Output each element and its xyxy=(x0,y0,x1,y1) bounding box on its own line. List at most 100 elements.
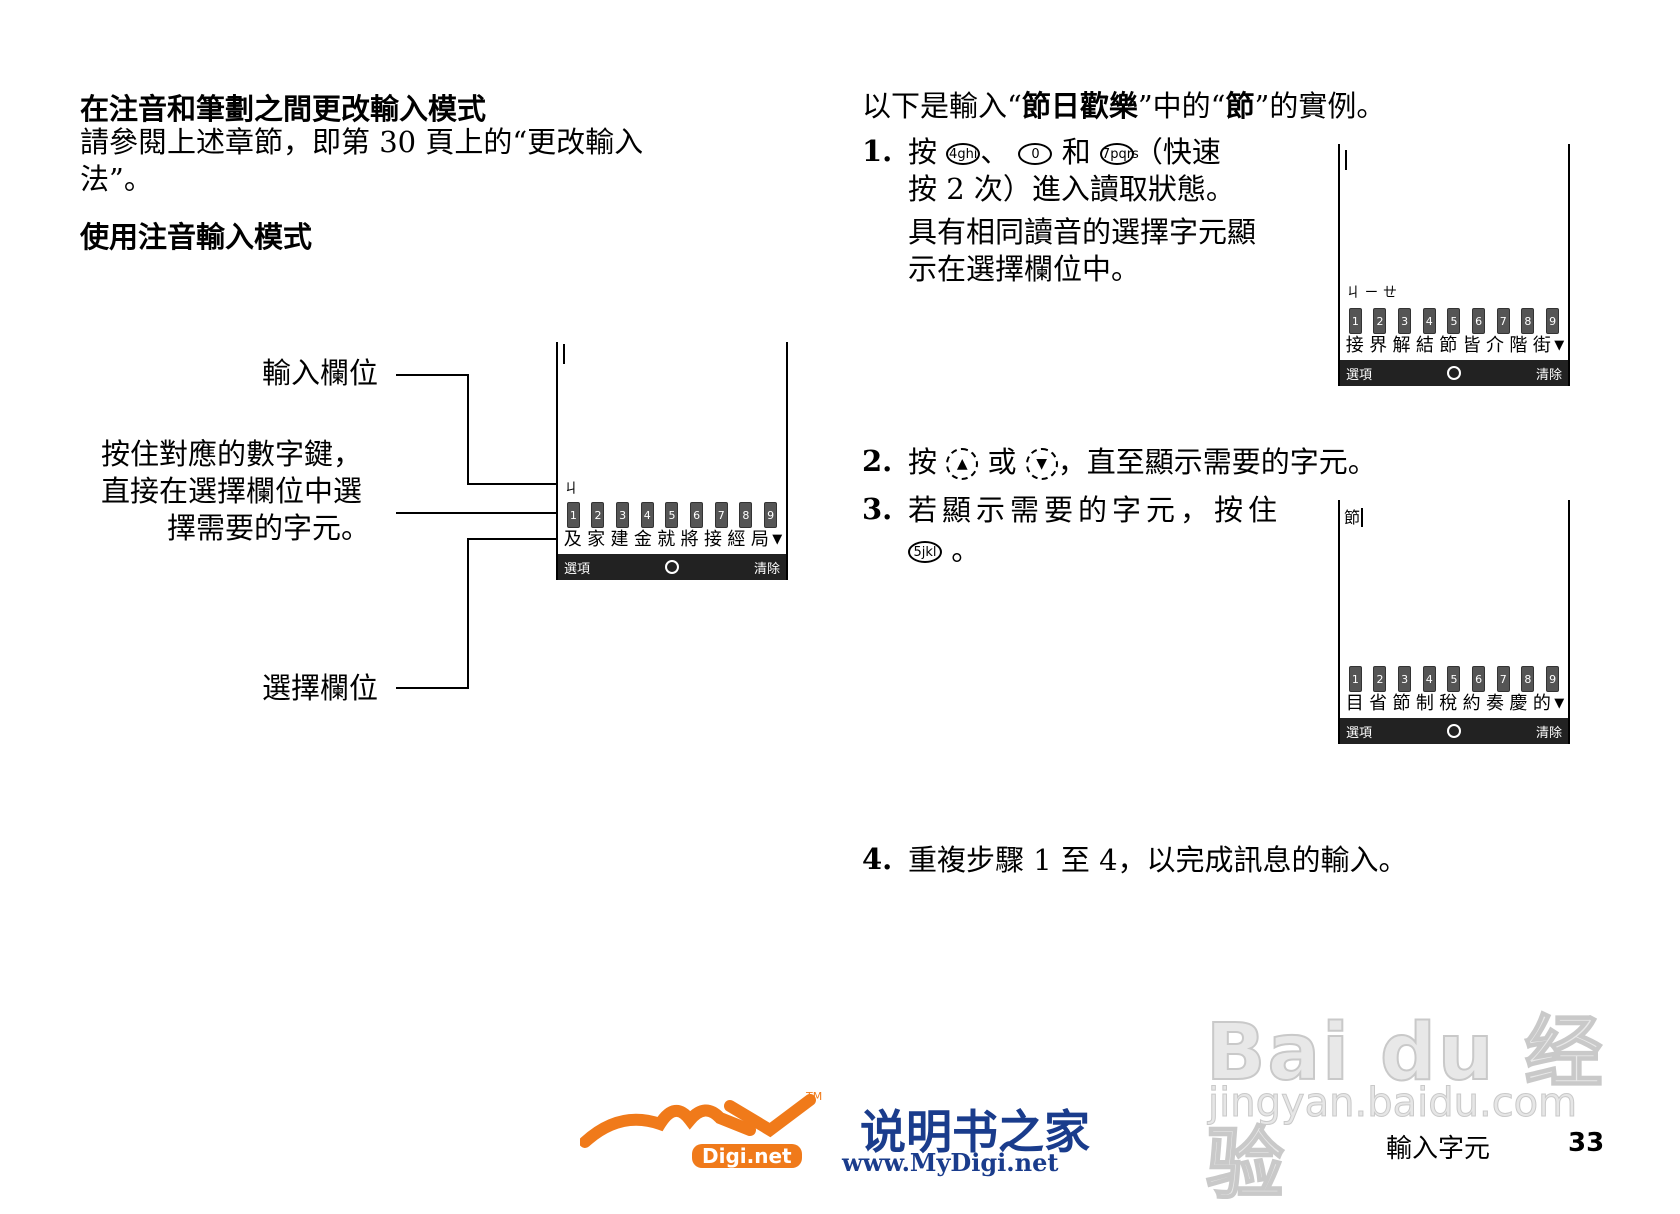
leader-select-h2 xyxy=(467,538,557,540)
candidate-char: 制 xyxy=(1415,693,1434,714)
my-swoosh-icon xyxy=(580,1094,816,1148)
footer-section: 輸入字元 xyxy=(1386,1134,1491,1164)
key-label: 4 xyxy=(1422,666,1436,692)
soft-key-clear: 清除 xyxy=(753,561,780,577)
phone-screen-example: ㄐ 1 2 3 4 5 6 7 8 9 及 家 建 金 就 將 接 經 局 ▼ … xyxy=(556,342,788,580)
nav-down-icon: ▼ xyxy=(1025,448,1058,480)
candidate-char: 介 xyxy=(1486,335,1505,356)
key-label: 6 xyxy=(1472,308,1486,334)
nav-up-icon: ▲ xyxy=(946,448,979,480)
key-label: 1 xyxy=(1348,666,1362,692)
candidate-char: 界 xyxy=(1369,335,1388,356)
para-refer-line2: 法”。 xyxy=(80,162,153,196)
input-field-text: 節 xyxy=(1344,504,1369,528)
soft-key-clear: 清除 xyxy=(1535,367,1562,383)
step2-rest: ，直至顯示需要的字元。 xyxy=(1057,445,1377,479)
callout-input-field: 輸入欄位 xyxy=(262,356,379,390)
candidate-char: 建 xyxy=(610,529,629,550)
scroll-down-icon: ▼ xyxy=(1554,338,1565,353)
step1-line4: 示在選擇欄位中。 xyxy=(908,252,1141,286)
ok-icon xyxy=(665,560,679,574)
candidate-char: 將 xyxy=(680,529,699,550)
step2-line: 按 ▲ 或 ▼，直至顯示需要的字元。 xyxy=(908,444,1377,481)
callout-press-line1: 按住對應的數字鍵， xyxy=(101,437,363,471)
leader-press-h xyxy=(396,512,557,514)
step2-or: 或 xyxy=(987,445,1017,479)
candidate-char: 局 xyxy=(750,529,769,550)
step1-line2: 按 2 次）進入讀取狀態。 xyxy=(908,172,1235,206)
key-label: 7 xyxy=(1496,308,1510,334)
key-label: 6 xyxy=(1472,666,1486,692)
logo-tm: TM xyxy=(806,1090,823,1103)
key-label: 6 xyxy=(690,502,704,528)
step1-quick: （快速 xyxy=(1133,135,1221,169)
text-cursor xyxy=(563,344,565,364)
bopomofo-input: ㄐ ㄧ ㄝ xyxy=(1346,285,1397,301)
key-label: 7 xyxy=(1496,666,1510,692)
callout-press-line2: 直接在選擇欄位中選 xyxy=(101,474,363,508)
step2-number: 2. xyxy=(862,444,893,478)
number-key-row: 1 2 3 4 5 6 7 8 9 xyxy=(1343,308,1565,334)
key-label: 1 xyxy=(1348,308,1362,334)
key-label: 3 xyxy=(1398,308,1412,334)
step1-and: 和 xyxy=(1061,135,1091,169)
step4-number: 4. xyxy=(862,842,893,876)
candidate-char: 約 xyxy=(1462,693,1481,714)
number-key-row: 1 2 3 4 5 6 7 8 9 xyxy=(561,502,783,528)
key-5-icon: 5jkl xyxy=(908,541,942,563)
candidate-char: 及 xyxy=(563,529,582,550)
heading-change-mode: 在注音和筆劃之間更改輸入模式 xyxy=(80,92,487,126)
text-cursor xyxy=(1345,150,1347,170)
step4-text: 重複步驟 1 至 4，以完成訊息的輸入。 xyxy=(908,843,1408,877)
logo-badge: Digi.net xyxy=(692,1144,802,1168)
intro-pre: 以下是輸入“ xyxy=(862,89,1022,123)
key-label: 8 xyxy=(1521,666,1535,692)
phone-screen-step3: 節 1 2 3 4 5 6 7 8 9 目 省 節 制 稅 約 奏 慶 的 ▼ … xyxy=(1338,500,1570,744)
key-label: 8 xyxy=(1521,308,1535,334)
soft-key-options: 選項 xyxy=(564,561,591,577)
key-label: 3 xyxy=(616,502,630,528)
candidate-char: 接 xyxy=(1345,335,1364,356)
candidate-char: 解 xyxy=(1392,335,1411,356)
candidate-char: 節 xyxy=(1439,335,1458,356)
intro-char: 節 xyxy=(1225,89,1255,123)
candidate-char: 奏 xyxy=(1486,693,1505,714)
para-refer-line1: 請參閱上述章節，即第 30 頁上的“更改輸入 xyxy=(80,125,644,159)
candidate-char: 皆 xyxy=(1462,335,1481,356)
candidate-char: 金 xyxy=(633,529,652,550)
callout-select-field: 選擇欄位 xyxy=(262,671,379,705)
key-label: 2 xyxy=(1373,308,1387,334)
step1-line3: 具有相同讀音的選擇字元顯 xyxy=(908,215,1257,249)
soft-key-clear: 清除 xyxy=(1535,725,1562,741)
candidate-row: 目 省 節 制 稅 約 奏 慶 的 ▼ xyxy=(1343,692,1565,716)
candidate-char: 的 xyxy=(1532,693,1551,714)
key-label: 7 xyxy=(714,502,728,528)
intro-mid: ”中的“ xyxy=(1137,89,1226,123)
number-key-row: 1 2 3 4 5 6 7 8 9 xyxy=(1343,666,1565,692)
step1-sep: 、 xyxy=(980,135,1010,169)
soft-key-options: 選項 xyxy=(1346,367,1373,383)
key-label: 5 xyxy=(1447,308,1461,334)
leader-input-h1 xyxy=(396,374,468,376)
intro-word: 節日歡樂 xyxy=(1021,89,1138,123)
key-label: 5 xyxy=(1447,666,1461,692)
heading-bopomofo-mode: 使用注音輸入模式 xyxy=(80,220,313,254)
candidate-char: 慶 xyxy=(1509,693,1528,714)
soft-key-bar: 選項 清除 xyxy=(558,554,786,580)
leader-input-h2 xyxy=(467,483,557,485)
baidu-watermark-url: jingyan.baidu.com xyxy=(1207,1080,1578,1127)
step1-line1: 按 4ghi、 0 和 7pqrs（快速 xyxy=(908,134,1221,171)
key-label: 5 xyxy=(665,502,679,528)
phone-screen-step1: ㄐ ㄧ ㄝ 1 2 3 4 5 6 7 8 9 接 界 解 結 節 皆 介 階 … xyxy=(1338,144,1570,386)
key-label: 9 xyxy=(764,502,778,528)
callout-press-line3: 擇需要的字元。 xyxy=(167,511,371,545)
key-0-icon: 0 xyxy=(1018,143,1053,165)
key-label: 4 xyxy=(1422,308,1436,334)
soft-key-options: 選項 xyxy=(1346,725,1373,741)
key-label: 4 xyxy=(640,502,654,528)
key-label: 2 xyxy=(1373,666,1387,692)
candidate-char: 省 xyxy=(1369,693,1388,714)
step3-number: 3. xyxy=(862,492,893,526)
candidate-char: 街 xyxy=(1532,335,1551,356)
key-4-icon: 4ghi xyxy=(946,143,981,165)
